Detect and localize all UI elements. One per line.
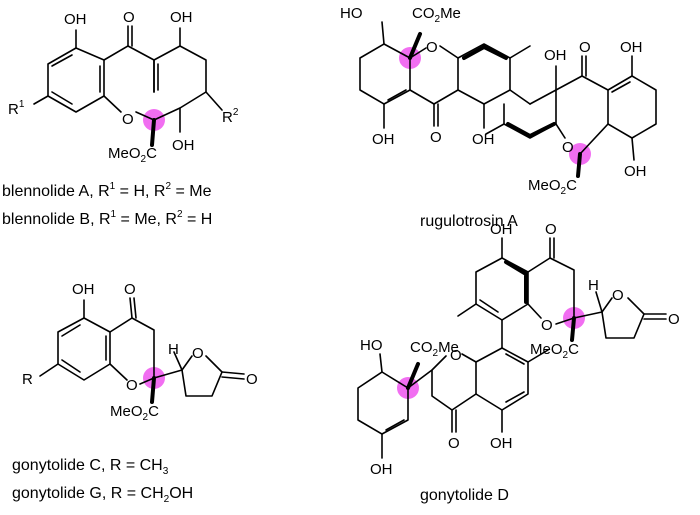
atom-oh: OH	[620, 39, 643, 56]
atom-ho: HO	[340, 5, 363, 22]
atom-ester: MeO2C	[108, 145, 157, 165]
atom-o-lactone: O	[192, 345, 204, 362]
atom-oh: OH	[372, 131, 395, 148]
blennolide-structure: OH O OH R1 R2 O MeO2C OH	[8, 9, 239, 165]
caption-blennolide-b: blennolide B, R1 = Me, R2 = H	[2, 209, 212, 228]
atom-oh: OH	[170, 9, 193, 26]
atom-o: O	[246, 371, 258, 388]
atom-o-ring: O	[450, 347, 462, 364]
caption-gonytolide-c: gonytolide C, R = CH3	[12, 457, 169, 477]
atom-oh: OH	[544, 47, 567, 64]
atom-ho: HO	[360, 337, 383, 354]
atom-meo2c: MeO2C	[528, 177, 577, 197]
caption-blennolide-a: blennolide A, R1 = H, R2 = Me	[2, 181, 212, 200]
atom-oh: OH	[64, 11, 87, 28]
atom-o: O	[448, 435, 460, 452]
atom-o-ring: O	[126, 377, 138, 394]
caption-gonytolide-d: gonytolide D	[420, 487, 509, 504]
atom-o: O	[545, 221, 557, 238]
atom-o-ring: O	[562, 139, 574, 156]
atom-o: O	[123, 9, 135, 26]
atom-r1: R1	[8, 99, 25, 118]
caption-gonytolide-g: gonytolide G, R = CH2OH	[12, 485, 193, 505]
atom-oh: OH	[172, 137, 195, 154]
atom-o: O	[579, 39, 591, 56]
gonytolide-c-structure: OH O H O O R O MeO2C	[22, 281, 258, 423]
atom-oh: OH	[472, 131, 495, 148]
atom-r2: R2	[222, 107, 239, 126]
rugulotrosin-structure: HO CO2Me O OH O OH OH O OH O MeO2C OH	[340, 5, 657, 197]
atom-oh: OH	[370, 461, 393, 478]
atom-ester: MeO2C	[110, 403, 159, 423]
atom-r: R	[22, 371, 33, 388]
atom-oh: OH	[490, 221, 513, 238]
atom-o-lactone: O	[612, 287, 624, 304]
atom-o: O	[668, 311, 680, 328]
atom-h: H	[168, 341, 179, 358]
atom-oh: OH	[490, 435, 513, 452]
atom-oh: OH	[72, 281, 95, 298]
atom-o-ring: O	[122, 111, 134, 128]
caption-rugulotrosin-a: rugulotrosin A	[420, 213, 518, 230]
atom-o: O	[430, 129, 442, 146]
atom-co2me: CO2Me	[412, 5, 461, 25]
atom-o: O	[124, 281, 136, 298]
atom-meo2c: MeO2C	[530, 341, 579, 361]
atom-oh: OH	[624, 163, 647, 180]
atom-o-ring: O	[541, 317, 553, 334]
atom-o-ring: O	[426, 39, 438, 56]
atom-co2me: CO2Me	[410, 339, 459, 359]
atom-h: H	[588, 277, 599, 294]
gonytolide-d-structure: OH O O H O O MeO2C HO CO2Me O OH O OH	[357, 221, 680, 478]
